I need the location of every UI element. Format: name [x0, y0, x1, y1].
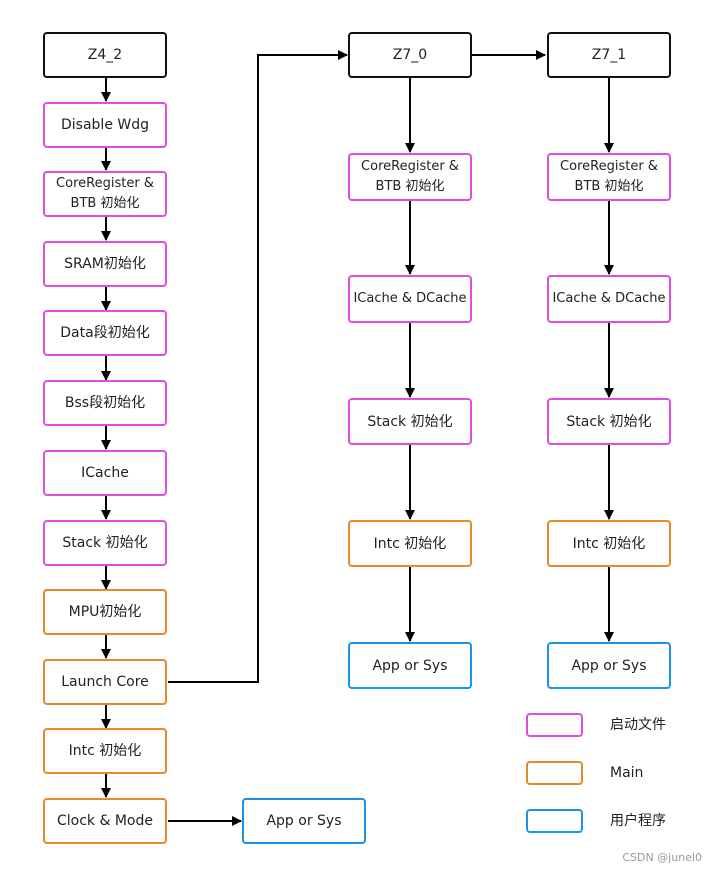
- node-z4-app: App or Sys: [242, 798, 366, 844]
- node-z7-1-core-register: CoreRegister & BTB 初始化: [547, 153, 671, 201]
- node-z4-core-register: CoreRegister & BTB 初始化: [43, 171, 167, 217]
- node-icache: ICache: [43, 450, 167, 496]
- node-z7-0-intc-init: Intc 初始化: [348, 520, 472, 567]
- arrow-launch-core-to-z7-0: [168, 50, 348, 683]
- legend-label-startup: 启动文件: [610, 717, 666, 733]
- node-z7-1-cache: ICache & DCache: [547, 275, 671, 323]
- node-z7-0-app: App or Sys: [348, 642, 472, 689]
- node-bss-init: Bss段初始化: [43, 380, 167, 426]
- node-data-init: Data段初始化: [43, 310, 167, 356]
- node-z4-2: Z4_2: [43, 32, 167, 78]
- node-sram-init: SRAM初始化: [43, 241, 167, 287]
- node-z7-1-app: App or Sys: [547, 642, 671, 689]
- node-z7-0-stack-init: Stack 初始化: [348, 398, 472, 445]
- node-clock-mode: Clock & Mode: [43, 798, 167, 844]
- legend-swatch-main: [526, 761, 583, 785]
- legend-swatch-startup: [526, 713, 583, 737]
- legend-swatch-user: [526, 809, 583, 833]
- node-z7-0-core-register: CoreRegister & BTB 初始化: [348, 153, 472, 201]
- legend-label-main: Main: [610, 765, 644, 781]
- node-launch-core: Launch Core: [43, 659, 167, 705]
- node-z7-0: Z7_0: [348, 32, 472, 78]
- node-z4-intc-init: Intc 初始化: [43, 728, 167, 774]
- node-z7-1-stack-init: Stack 初始化: [547, 398, 671, 445]
- node-z7-1: Z7_1: [547, 32, 671, 78]
- node-z7-1-intc-init: Intc 初始化: [547, 520, 671, 567]
- node-disable-wdg: Disable Wdg: [43, 102, 167, 148]
- node-z7-0-cache: ICache & DCache: [348, 275, 472, 323]
- legend-label-user: 用户程序: [610, 813, 666, 829]
- watermark: CSDN @junel0: [622, 851, 702, 864]
- node-z4-stack-init: Stack 初始化: [43, 520, 167, 566]
- node-mpu-init: MPU初始化: [43, 589, 167, 635]
